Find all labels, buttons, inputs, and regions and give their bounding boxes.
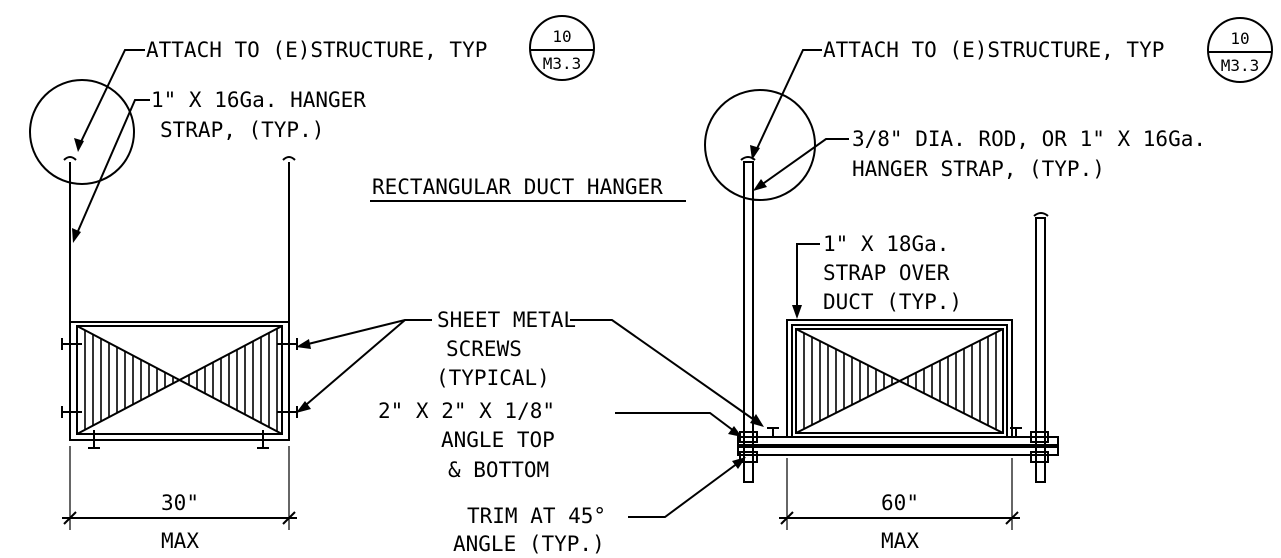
left-detail-ref-bubble — [529, 15, 595, 81]
right-over-line1: 1" X 18Ga. — [823, 232, 949, 256]
right-attach-label: ATTACH TO (E)STRUCTURE, TYP — [823, 38, 1164, 62]
screws-line2: SCREWS — [446, 337, 522, 361]
left-attach-label: ATTACH TO (E)STRUCTURE, TYP — [146, 38, 487, 62]
left-duct-diagonal-2 — [76, 325, 283, 435]
right-angle-top — [737, 436, 1059, 446]
right-width-note: MAX — [881, 529, 919, 553]
trim-line2: ANGLE (TYP.) — [453, 532, 605, 556]
right-detail-ref-bottom: M3.3 — [1221, 56, 1260, 75]
center-notes: SHEET METAL SCREWS (TYPICAL) 2" X 2" X 1… — [296, 308, 764, 556]
right-attach-leader — [753, 49, 822, 156]
right-detail: 60" MAX ATTACH TO (E)STRUCTURE, TYP 10 M… — [704, 17, 1273, 553]
left-attach-leader — [77, 49, 145, 149]
right-duct-inner — [795, 328, 1004, 434]
left-detail-ref-bottom: M3.3 — [543, 54, 582, 73]
right-width-value: 60" — [881, 491, 919, 515]
right-over-leader — [796, 243, 820, 314]
screws-leader-left — [299, 319, 432, 347]
right-detail-ref-bubble — [1207, 17, 1273, 83]
screws-line1: SHEET METAL — [437, 308, 576, 332]
left-width-value: 30" — [161, 491, 199, 515]
trim-line1: TRIM AT 45° — [467, 504, 606, 528]
right-angle-bottom — [737, 446, 1059, 456]
left-duct-hatch — [84, 328, 278, 432]
left-detail: 30" MAX ATTACH TO (E)STRUCTURE, TYP 10 M… — [29, 15, 595, 553]
right-rod-line1: 3/8" DIA. ROD, OR 1" X 16Ga. — [852, 127, 1206, 151]
screws-leader-right — [570, 319, 761, 425]
right-rod-leader — [756, 138, 849, 189]
trim-leader — [628, 459, 743, 518]
left-detail-ref-top: 10 — [552, 27, 571, 46]
screws-leader-left-2 — [299, 319, 406, 411]
right-break-circle — [704, 89, 816, 201]
left-duct-inner — [76, 325, 283, 435]
angle-leader — [615, 412, 739, 435]
right-duct-hatch — [803, 332, 997, 430]
left-duct-outer — [69, 321, 290, 441]
right-rod-line2: HANGER STRAP, (TYP.) — [852, 157, 1105, 181]
screws-line3: (TYPICAL) — [436, 366, 550, 390]
left-strap-line2: STRAP, (TYP.) — [160, 118, 324, 142]
left-strap-leader — [74, 99, 150, 239]
left-strap-line1: 1" X 16Ga. HANGER — [151, 88, 366, 112]
right-detail-ref-top: 10 — [1230, 29, 1249, 48]
left-break-mark-1 — [63, 156, 77, 161]
right-rod-left — [743, 161, 754, 483]
left-screws — [61, 338, 298, 449]
right-nuts — [739, 427, 1049, 463]
angle-line1: 2" X 2" X 1/8" — [378, 399, 555, 423]
left-width-note: MAX — [161, 529, 199, 553]
right-over-line2: STRAP OVER — [823, 261, 950, 285]
angle-line3: & BOTTOM — [448, 458, 549, 482]
drawing-title: RECTANGULAR DUCT HANGER — [372, 175, 663, 199]
right-duct-diagonal-2 — [795, 328, 1004, 434]
right-over-line3: DUCT (TYP.) — [823, 290, 962, 314]
left-break-mark-2 — [282, 156, 296, 161]
left-break-circle — [29, 79, 135, 185]
right-rod-right — [1035, 217, 1046, 483]
angle-line2: ANGLE TOP — [441, 428, 555, 452]
